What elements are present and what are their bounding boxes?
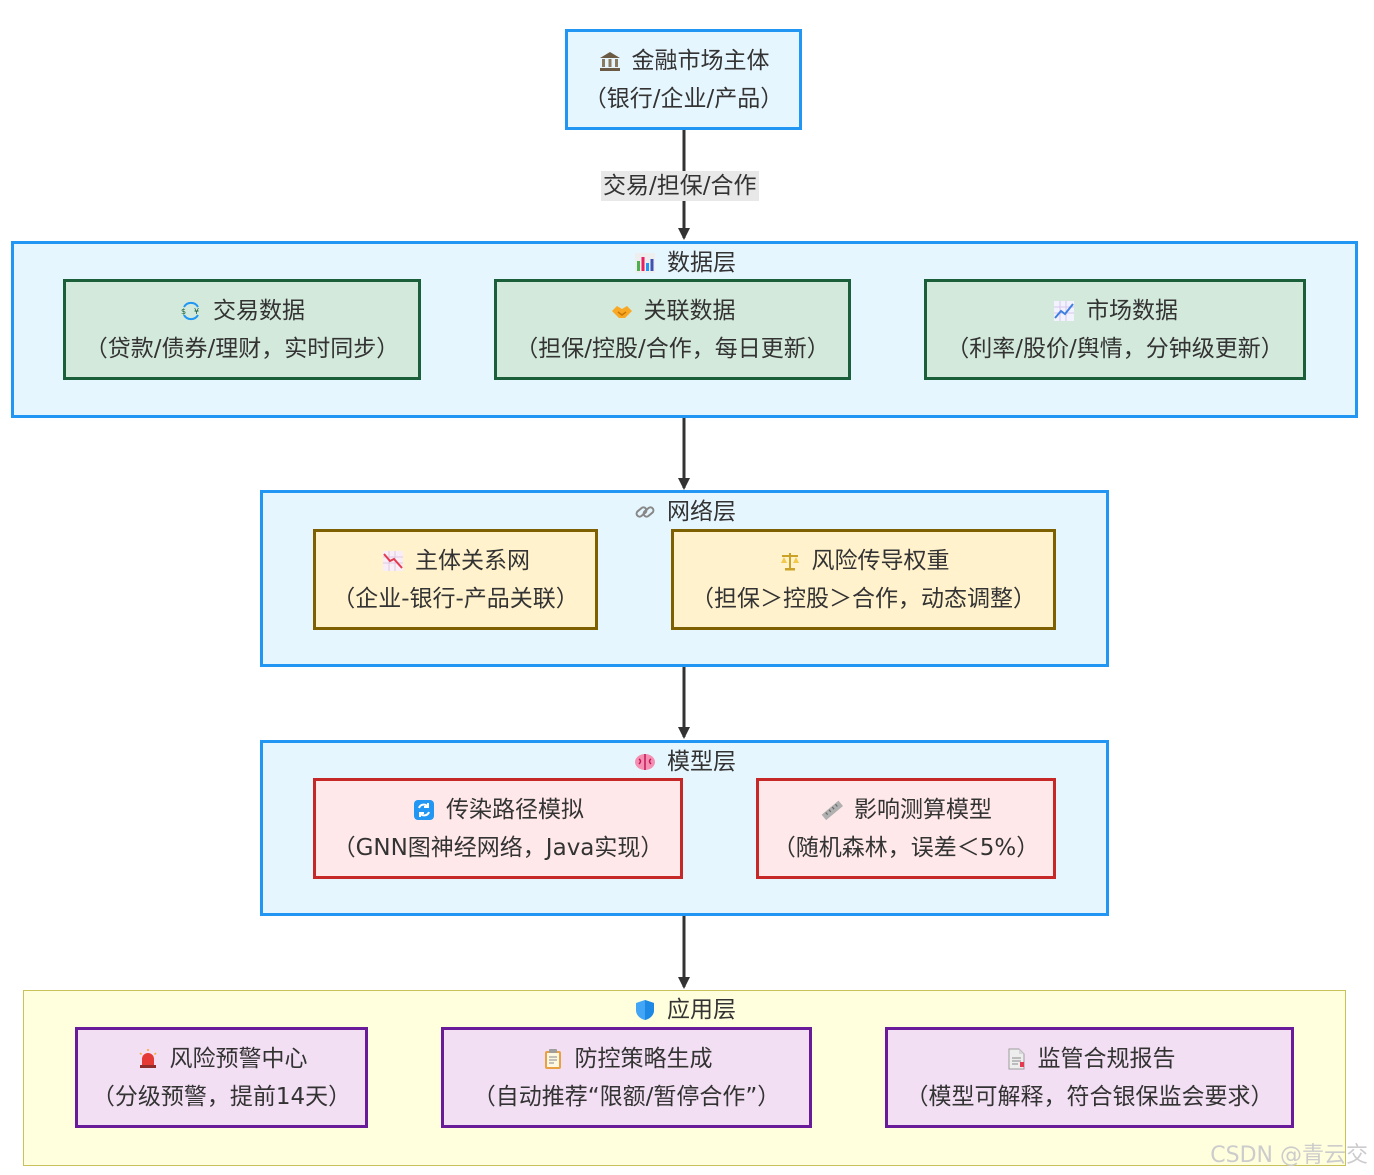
brain-icon <box>633 750 657 774</box>
network-layer-title: 网络层 <box>667 499 736 525</box>
network-node-relation-graph: 主体关系网 （企业-银行-产品关联） <box>313 529 598 630</box>
data-node-relation: 关联数据 （担保/控股/合作，每日更新） <box>494 279 851 380</box>
data-node-market-title: 市场数据 <box>1086 297 1178 324</box>
bank-icon <box>598 49 622 73</box>
trend-up-icon <box>1052 299 1076 323</box>
app-node-strategy: 防控策略生成 （自动推荐“限额/暂停合作”） <box>441 1027 812 1128</box>
network-node-relation-graph-subtitle: （企业-银行-产品关联） <box>332 585 579 612</box>
data-node-transaction: $¥ 交易数据 （贷款/债券/理财，实时同步） <box>63 279 421 380</box>
scales-icon <box>778 549 802 573</box>
svg-text:¥: ¥ <box>194 307 199 316</box>
link-icon <box>633 500 657 524</box>
trend-down-icon <box>381 549 405 573</box>
alarm-light-icon <box>136 1047 160 1071</box>
app-node-risk-warning: 风险预警中心 （分级预警，提前14天） <box>75 1027 368 1128</box>
model-node-impact-estimate-title: 影响测算模型 <box>854 796 992 823</box>
data-node-transaction-title: 交易数据 <box>213 297 305 324</box>
app-node-compliance-report: 监管合规报告 （模型可解释，符合银保监会要求） <box>885 1027 1294 1128</box>
data-node-transaction-subtitle: （贷款/债券/理财，实时同步） <box>84 335 400 362</box>
model-node-impact-estimate-subtitle: （随机森林，误差＜5%） <box>772 834 1040 861</box>
currency-exchange-icon: $¥ <box>179 299 203 323</box>
app-layer-title: 应用层 <box>667 997 736 1023</box>
app-node-strategy-subtitle: （自动推荐“限额/暂停合作”） <box>472 1083 781 1110</box>
network-node-risk-weight: 风险传导权重 （担保＞控股＞合作，动态调整） <box>671 529 1056 630</box>
app-node-compliance-report-title: 监管合规报告 <box>1037 1045 1176 1072</box>
model-node-contagion-path-title: 传染路径模拟 <box>446 796 584 823</box>
model-layer-title: 模型层 <box>667 749 736 775</box>
network-node-relation-graph-title: 主体关系网 <box>415 547 530 574</box>
model-node-impact-estimate: 影响测算模型 （随机森林，误差＜5%） <box>756 778 1056 879</box>
clipboard-icon <box>541 1047 565 1071</box>
data-node-relation-title: 关联数据 <box>643 297 736 324</box>
refresh-icon <box>412 798 436 822</box>
watermark: CSDN @青云交 <box>1210 1143 1368 1168</box>
document-icon <box>1004 1047 1028 1071</box>
shield-icon <box>633 998 657 1022</box>
network-node-risk-weight-subtitle: （担保＞控股＞合作，动态调整） <box>691 585 1036 612</box>
bar-chart-icon <box>633 251 657 275</box>
app-node-compliance-report-subtitle: （模型可解释，符合银保监会要求） <box>905 1083 1274 1110</box>
model-node-contagion-path: 传染路径模拟 （GNN图神经网络，Java实现） <box>313 778 683 879</box>
data-layer-title: 数据层 <box>667 250 736 276</box>
svg-text:$: $ <box>181 307 186 316</box>
data-node-market-subtitle: （利率/股价/舆情，分钟级更新） <box>946 335 1284 362</box>
model-node-contagion-path-subtitle: （GNN图神经网络，Java实现） <box>332 834 664 861</box>
app-node-risk-warning-title: 风险预警中心 <box>169 1045 308 1072</box>
edge-label-root-to-data: 交易/担保/合作 <box>601 171 759 201</box>
handshake-icon <box>610 299 634 323</box>
app-node-risk-warning-subtitle: （分级预警，提前14天） <box>91 1083 352 1110</box>
root-subtitle: （银行/企业/产品） <box>583 85 784 112</box>
app-node-strategy-title: 防控策略生成 <box>574 1045 713 1072</box>
data-node-market: 市场数据 （利率/股价/舆情，分钟级更新） <box>924 279 1306 380</box>
ruler-icon <box>820 798 844 822</box>
root-node: 金融市场主体 （银行/企业/产品） <box>565 29 802 130</box>
network-node-risk-weight-title: 风险传导权重 <box>811 547 950 574</box>
root-title: 金融市场主体 <box>631 47 770 74</box>
data-node-relation-subtitle: （担保/控股/合作，每日更新） <box>515 335 830 362</box>
